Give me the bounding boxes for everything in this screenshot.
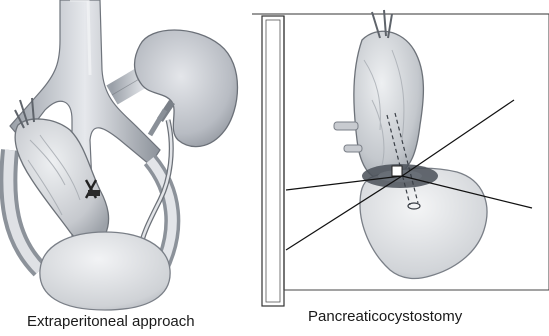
right-caption: Pancreaticocystostomy	[308, 308, 462, 325]
pancreaticocystostomy-panel: Pancreaticocystostomy	[252, 0, 549, 336]
pancreatic-graft-icon	[334, 10, 423, 179]
extraperitoneal-panel: Extraperitoneal approach	[0, 0, 248, 336]
extraperitoneal-illustration	[0, 0, 248, 336]
kidney-icon	[135, 30, 238, 147]
bladder-icon	[40, 232, 170, 310]
pancreaticocystostomy-illustration	[252, 0, 549, 336]
left-caption: Extraperitoneal approach	[27, 313, 195, 330]
